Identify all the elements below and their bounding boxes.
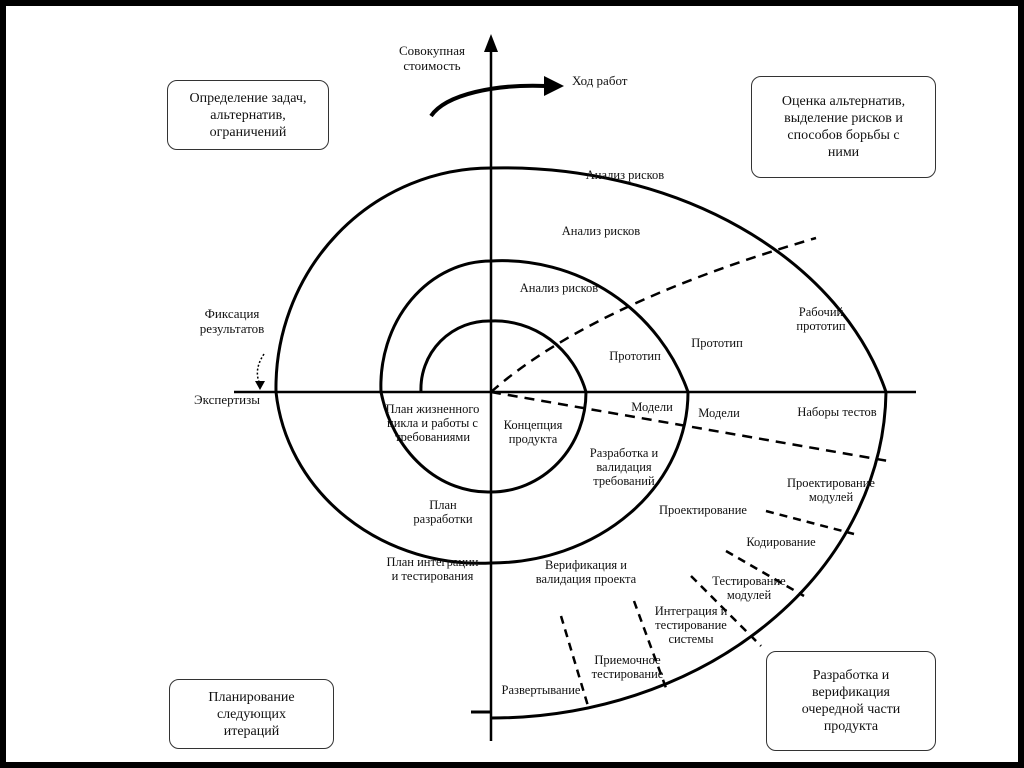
- corner-box-bottom-right: Разработка и верификация очередной части…: [766, 651, 936, 751]
- spiral-diagram: [234, 34, 916, 741]
- verification: Верификация и валидация проекта: [535, 558, 637, 586]
- dashed-prototype-line: [490, 236, 817, 393]
- divider-3: [690, 575, 762, 647]
- divider-5: [559, 615, 590, 707]
- requirements: Разработка и валидация требований: [589, 446, 659, 488]
- divider-1: [765, 509, 855, 536]
- coding: Кодирование: [746, 535, 816, 549]
- acceptance: Приемочное тестирование: [591, 653, 664, 681]
- integration-testing: Интеграция и тестирование системы: [654, 604, 728, 646]
- fixation-label: Фиксация результатов: [199, 306, 265, 336]
- module-design: Проектирование модулей: [786, 476, 875, 504]
- test-sets: Наборы тестов: [797, 405, 877, 419]
- corner-box-top-right: Оценка альтернатив, выделение рисков и с…: [751, 76, 936, 178]
- deployment: Развертывание: [501, 683, 581, 697]
- progress-label: Ход работ: [572, 73, 628, 88]
- diagram-canvas: Определение задач, альтернатив, ограниче…: [6, 6, 1018, 762]
- corner-box-top-left: Определение задач, альтернатив, ограниче…: [167, 80, 329, 150]
- progress-arrow: [429, 83, 547, 118]
- prototype-inner: Прототип: [609, 349, 661, 363]
- progress-arrowhead: [544, 76, 564, 96]
- risk-analysis-outer: Анализ рисков: [585, 168, 665, 182]
- integration-plan: План интеграции и тестирования: [386, 555, 479, 583]
- module-testing: Тестирование модулей: [712, 574, 786, 602]
- concept: Концепция продукта: [503, 418, 563, 446]
- models-inner: Модели: [631, 400, 673, 414]
- divider-4: [632, 600, 668, 689]
- models-middle: Модели: [698, 406, 740, 420]
- risk-analysis-middle: Анализ рисков: [561, 224, 641, 238]
- risk-analysis-inner: Анализ рисков: [519, 281, 599, 295]
- design: Проектирование: [658, 503, 747, 517]
- divider-2: [725, 549, 805, 598]
- vertical-axis-arrowhead: [484, 34, 498, 52]
- fixation-arrowhead: [255, 381, 265, 390]
- lifecycle-plan: План жизненного цикла и работы с требова…: [385, 402, 480, 444]
- reviews-label: Экспертизы: [194, 392, 260, 407]
- corner-box-bottom-left: Планирование следующих итераций: [169, 679, 334, 749]
- dev-plan: План разработки: [413, 498, 473, 526]
- spiral-path: [274, 166, 888, 720]
- fixation-arrow: [256, 353, 265, 385]
- working-prototype: Рабочий прототип: [796, 305, 846, 333]
- y-axis-label: Совокупная стоимость: [398, 43, 465, 73]
- prototype-middle: Прототип: [691, 336, 743, 350]
